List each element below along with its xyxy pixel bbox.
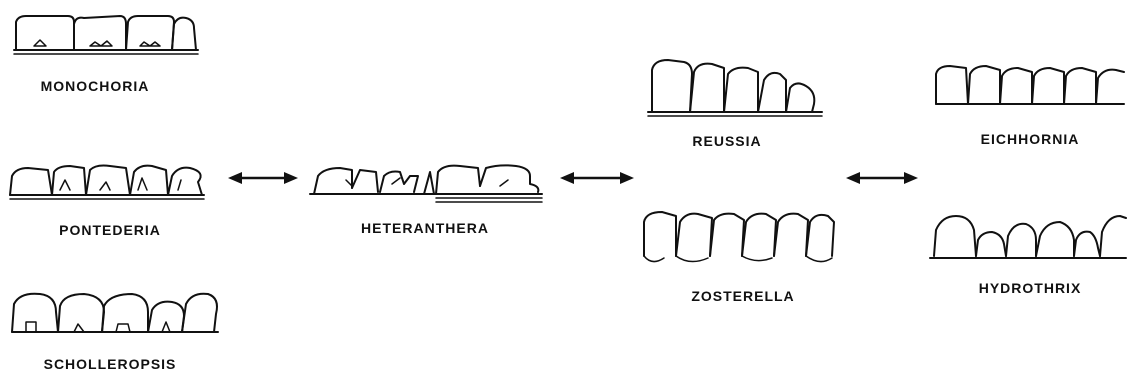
- double-arrow-icon: [228, 172, 298, 184]
- heteranthera-cells-drawing: [310, 165, 542, 202]
- reussia-label: REUSSIA: [692, 133, 761, 149]
- zosterella-label: ZOSTERELLA: [691, 288, 794, 304]
- double-arrow-icon: [560, 172, 634, 184]
- scholleropsis-label: SCHOLLEROPSIS: [44, 356, 177, 372]
- eichhornia-cells-drawing: [936, 66, 1124, 104]
- pontederia-label: PONTEDERIA: [59, 222, 161, 238]
- monochoria-label: MONOCHORIA: [41, 78, 150, 94]
- double-arrow-icon: [846, 172, 918, 184]
- monochoria-cells-drawing: [14, 16, 198, 54]
- scholleropsis-cells-drawing: [12, 294, 218, 332]
- reussia-cells-drawing: [648, 60, 822, 116]
- hydrothrix-label: HYDROTHRIX: [979, 280, 1082, 296]
- pontederia-cells-drawing: [10, 166, 204, 200]
- heteranthera-label: HETERANTHERA: [361, 220, 489, 236]
- hydrothrix-cells-drawing: [930, 216, 1126, 258]
- eichhornia-label: EICHHORNIA: [981, 131, 1080, 147]
- zosterella-cells-drawing: [644, 212, 834, 262]
